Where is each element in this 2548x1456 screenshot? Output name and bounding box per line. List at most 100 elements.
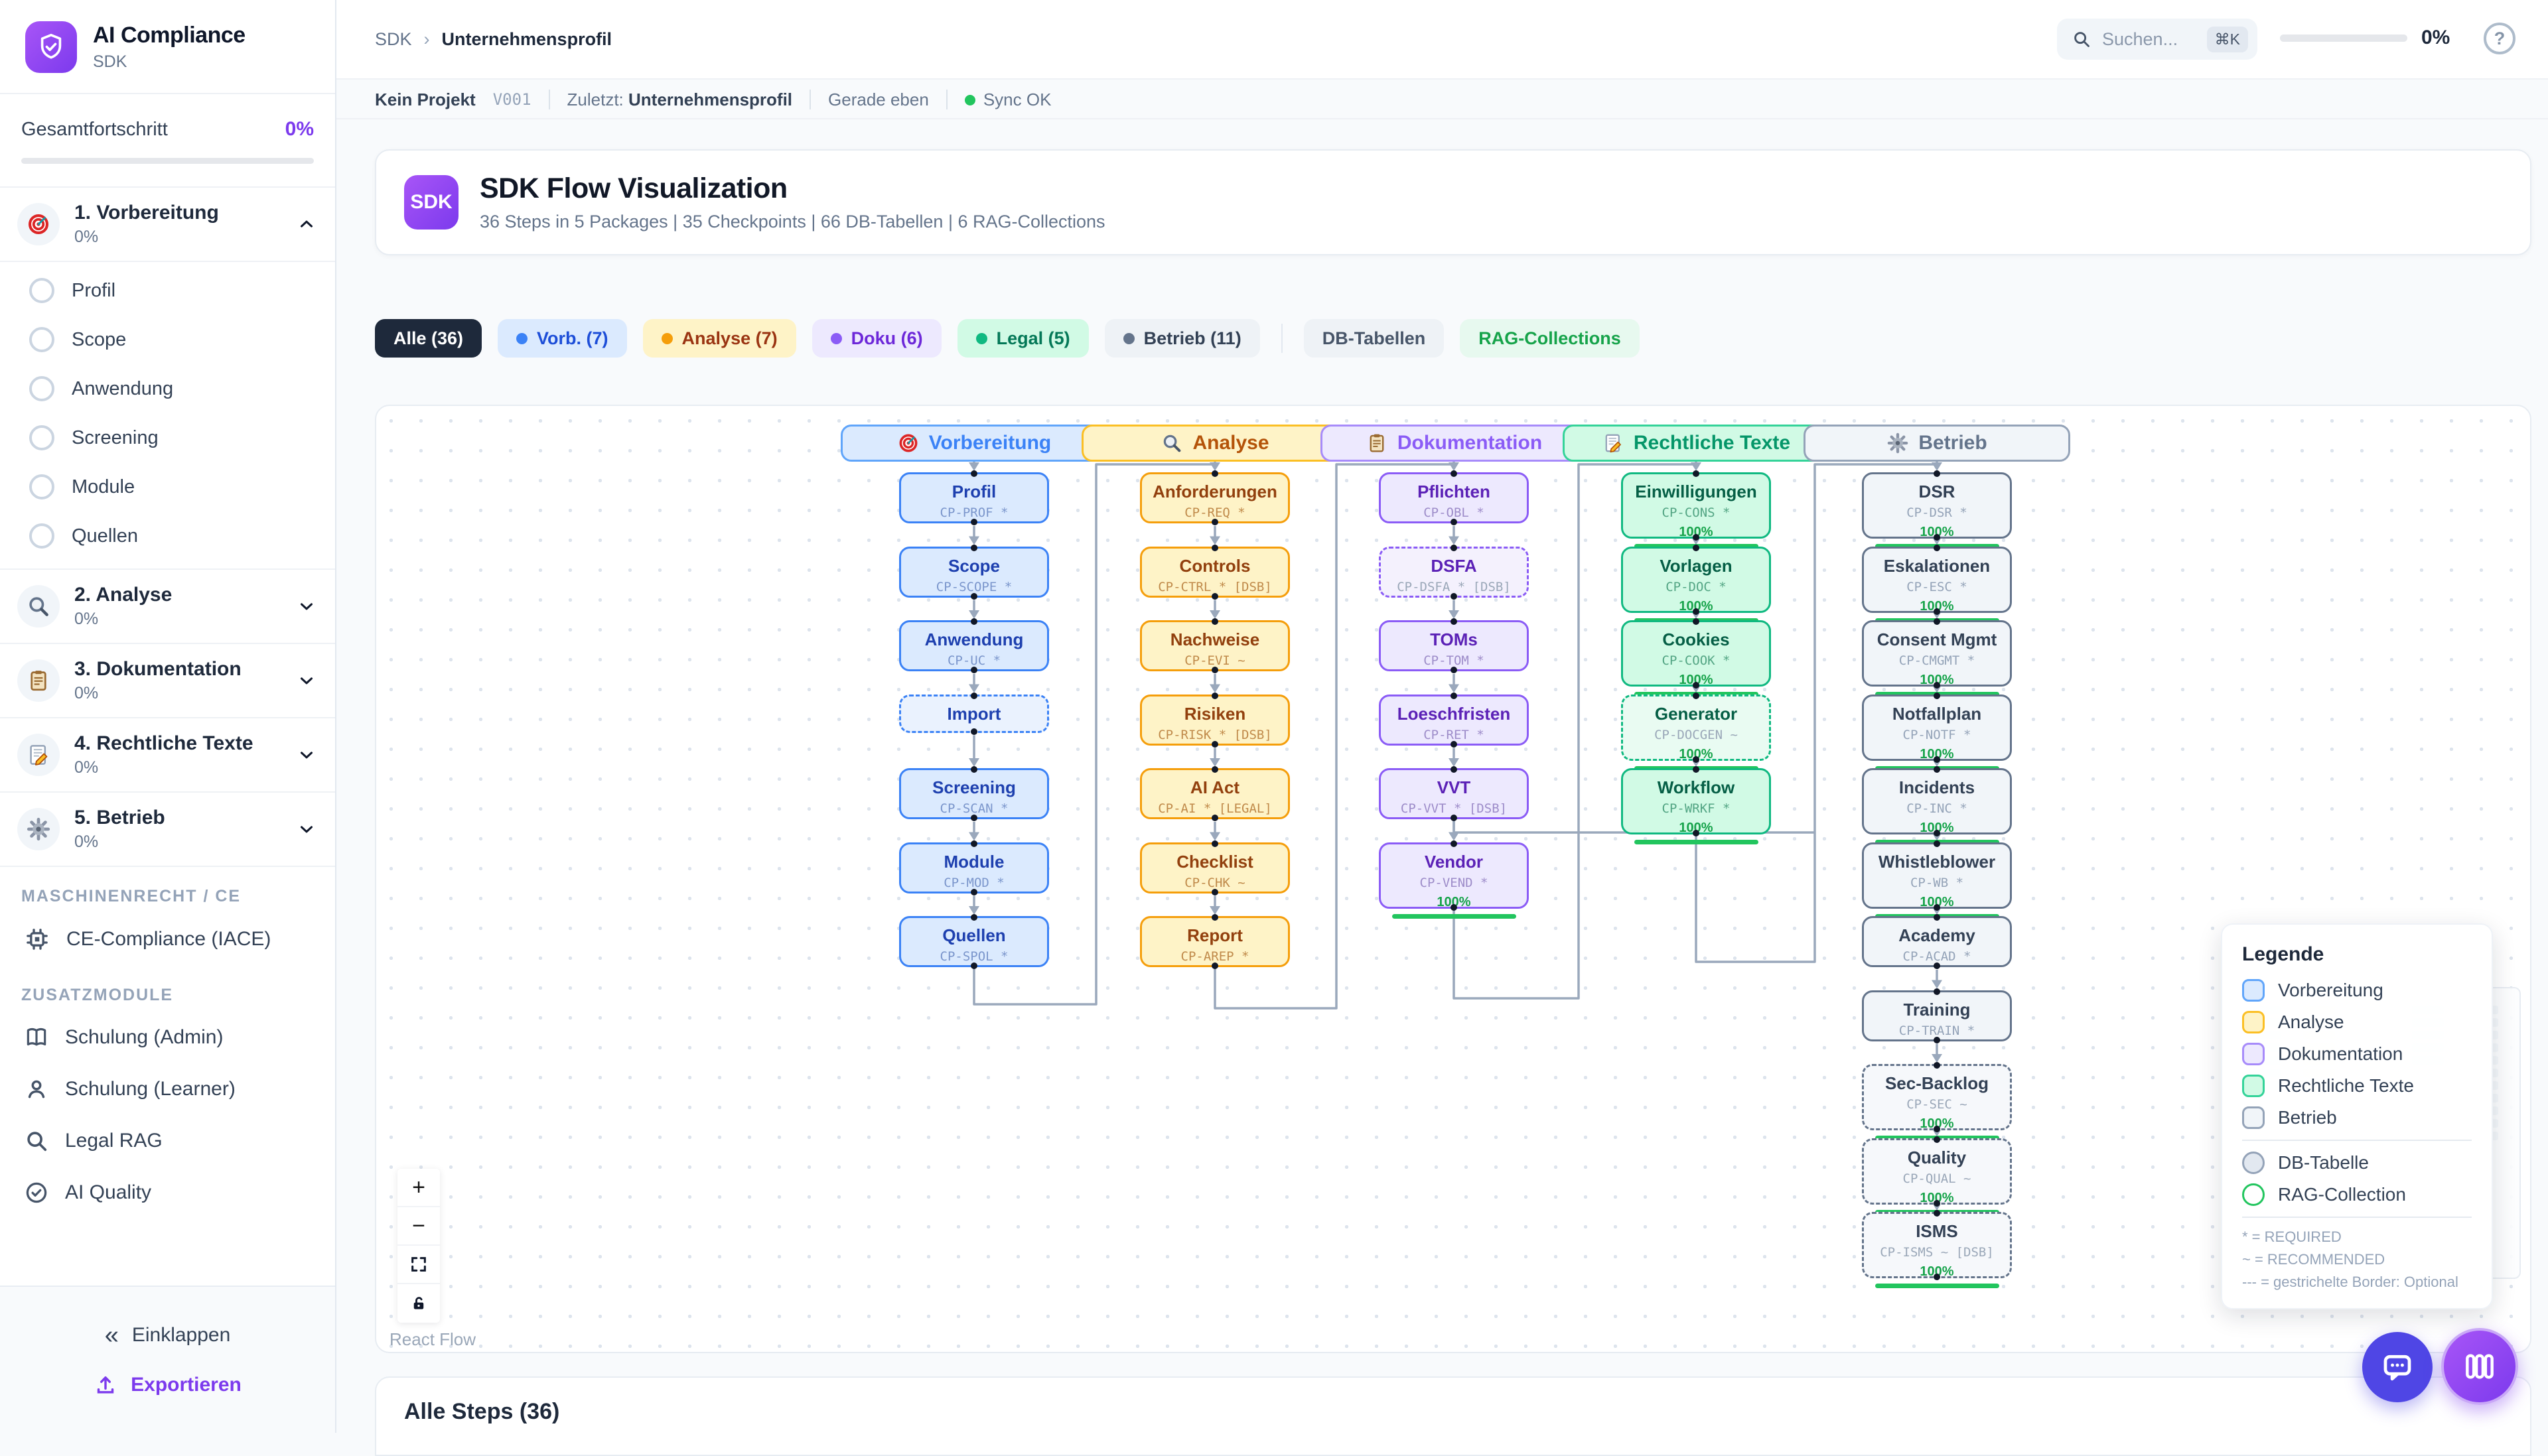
chip-dot: [662, 333, 673, 344]
gear-icon: [1886, 432, 1909, 454]
group-header-betrieb[interactable]: Betrieb: [1804, 425, 2070, 462]
sidebar-item-screening[interactable]: Screening: [0, 413, 335, 462]
sidebar-item-quellen[interactable]: Quellen: [0, 511, 335, 561]
step-status-circle: [29, 327, 54, 352]
sidebar-item-module[interactable]: Module: [0, 462, 335, 511]
sidebar-package-1[interactable]: 1. Vorbereitung 0%: [0, 188, 335, 262]
legend-title: Legende: [2242, 943, 2472, 966]
legend-rag-label: RAG-Collection: [2278, 1184, 2406, 1205]
help-button[interactable]: ?: [2484, 23, 2515, 54]
group-header-analyse[interactable]: Analyse: [1082, 425, 1348, 462]
topbar-progress-value: 0%: [2421, 27, 2450, 49]
node-title: DSR: [1864, 482, 2010, 502]
sidebar-package-5[interactable]: 5. Betrieb 0%: [0, 793, 335, 867]
filter-chip-vorb[interactable]: Vorb. (7): [498, 319, 627, 358]
node-code: CP-INC *: [1864, 801, 2010, 816]
fit-view-button[interactable]: [397, 1246, 440, 1284]
group-header-doku[interactable]: Dokumentation: [1320, 425, 1587, 462]
filter-chip-betrieb[interactable]: Betrieb (11): [1105, 319, 1260, 358]
sidebar-item-ai-quality[interactable]: AI Quality: [0, 1167, 335, 1219]
columns-fab-button[interactable]: [2441, 1328, 2518, 1405]
lock-button[interactable]: [397, 1284, 440, 1323]
flow-node-import[interactable]: Import: [899, 695, 1049, 733]
node-title: Import: [901, 704, 1047, 724]
sidebar-item-legal-rag[interactable]: Legal RAG: [0, 1115, 335, 1167]
node-code: CP-OBL *: [1381, 505, 1527, 520]
sidebar-item-scope[interactable]: Scope: [0, 315, 335, 364]
filter-chip-all[interactable]: Alle (36): [375, 319, 482, 358]
zoom-out-button[interactable]: −: [397, 1207, 440, 1246]
flow-controls: + −: [397, 1169, 440, 1323]
package-progress: 0%: [74, 684, 282, 703]
sidebar-package-2[interactable]: 2. Analyse 0%: [0, 570, 335, 644]
chat-fab-button[interactable]: [2362, 1332, 2433, 1402]
filter-chip-legal[interactable]: Legal (5): [957, 319, 1089, 358]
node-code: CP-RET *: [1381, 728, 1527, 742]
sidebar-item-ce-compliance[interactable]: CE-Compliance (IACE): [0, 913, 335, 966]
flow-header-card: SDK SDK Flow Visualization 36 Steps in 5…: [375, 149, 2531, 255]
filter-chip-doku[interactable]: Doku (6): [812, 319, 942, 358]
filter-chip-db[interactable]: DB-Tabellen: [1304, 319, 1445, 358]
search-input[interactable]: Suchen... ⌘K: [2057, 19, 2257, 60]
legend-swatch: [2242, 979, 2265, 1002]
sidebar-item-anwendung[interactable]: Anwendung: [0, 364, 335, 413]
node-title: Profil: [901, 482, 1047, 502]
filter-chip-analyse[interactable]: Analyse (7): [643, 319, 796, 358]
collapse-sidebar-button[interactable]: « Einklappen: [105, 1323, 231, 1348]
group-header-legal[interactable]: Rechtliche Texte: [1563, 425, 1829, 462]
search-icon: [2072, 29, 2091, 49]
node-code: CP-NOTF *: [1864, 728, 2010, 742]
sidebar-package-3[interactable]: 3. Dokumentation 0%: [0, 644, 335, 718]
legend-swatch: [2242, 1011, 2265, 1033]
filter-chip-rag[interactable]: RAG-Collections: [1460, 319, 1640, 358]
sidebar-item-profil[interactable]: Profil: [0, 266, 335, 315]
sidebar-item-schulung-admin-[interactable]: Schulung (Admin): [0, 1012, 335, 1063]
sidebar-package-4[interactable]: 4. Rechtliche Texte 0%: [0, 718, 335, 793]
breadcrumb-root[interactable]: SDK: [375, 29, 412, 50]
sidebar-item-schulung-learner-[interactable]: Schulung (Learner): [0, 1063, 335, 1115]
group-header-vorb[interactable]: Vorbereitung: [841, 425, 1107, 462]
node-progress-value: 100%: [1864, 1116, 2010, 1132]
step-status-circle: [29, 474, 54, 499]
zoom-in-button[interactable]: +: [397, 1169, 440, 1207]
node-title: Cookies: [1623, 629, 1769, 650]
export-button[interactable]: Exportieren: [94, 1373, 242, 1397]
node-code: CP-ESC *: [1864, 580, 2010, 594]
